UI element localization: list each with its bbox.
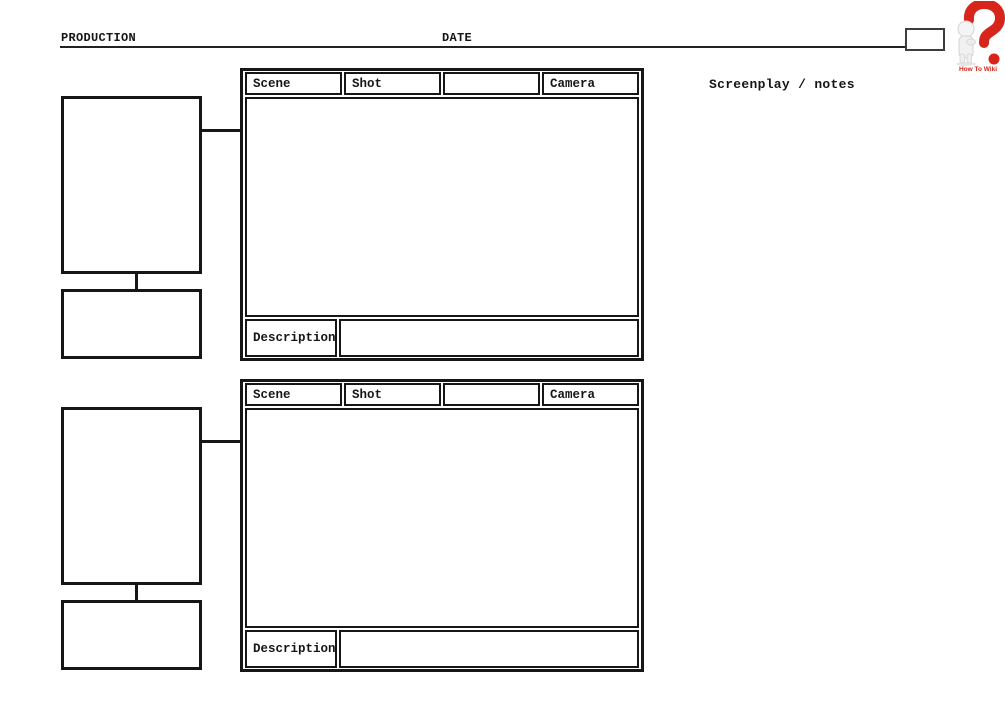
connector-line-vertical xyxy=(135,584,138,601)
brand-logo-graphic: How To Wiki xyxy=(956,0,1005,73)
description-label-cell: Description xyxy=(245,630,337,668)
camera-field[interactable]: Camera xyxy=(542,72,639,95)
description-label: Description xyxy=(253,642,336,656)
date-value-box[interactable] xyxy=(905,28,945,51)
shot-label: Shot xyxy=(352,76,383,91)
question-mark-icon xyxy=(963,0,1005,65)
connector-line-horizontal xyxy=(202,440,240,443)
storyboard-frame: Scene Shot Camera Description xyxy=(240,68,644,361)
thumbnail-detail-box[interactable] xyxy=(61,289,202,359)
frame-header-row: Scene Shot Camera xyxy=(245,72,639,95)
description-value-field[interactable] xyxy=(339,630,639,668)
thumbnail-sketch-box[interactable] xyxy=(61,96,202,274)
frame-drawing-area[interactable] xyxy=(245,408,639,628)
storyboard-frame: Scene Shot Camera Description xyxy=(240,379,644,672)
description-label: Description xyxy=(253,331,336,345)
mascot-figure-icon xyxy=(956,20,976,66)
brand-name: How To Wiki xyxy=(959,66,997,73)
camera-label: Camera xyxy=(550,387,596,402)
camera-field[interactable]: Camera xyxy=(542,383,639,406)
date-label: DATE xyxy=(442,31,473,45)
brand-logo: How To Wiki xyxy=(951,0,1005,74)
scene-label: Scene xyxy=(253,387,291,402)
storyboard-row-2: Scene Shot Camera Description xyxy=(0,379,1005,672)
shot-label: Shot xyxy=(352,387,383,402)
connector-line-horizontal xyxy=(202,129,240,132)
scene-label: Scene xyxy=(253,76,291,91)
thumbnail-detail-box[interactable] xyxy=(61,600,202,670)
camera-label: Camera xyxy=(550,76,596,91)
shot-field[interactable]: Shot xyxy=(344,72,441,95)
blank-header-field[interactable] xyxy=(443,72,540,95)
thumbnail-sketch-box[interactable] xyxy=(61,407,202,585)
frame-header-row: Scene Shot Camera xyxy=(245,383,639,406)
shot-field[interactable]: Shot xyxy=(344,383,441,406)
frame-description-row: Description xyxy=(245,319,639,357)
connector-line-vertical xyxy=(135,273,138,290)
description-value-field[interactable] xyxy=(339,319,639,357)
scene-field[interactable]: Scene xyxy=(245,383,342,406)
scene-field[interactable]: Scene xyxy=(245,72,342,95)
storyboard-row-1: Scene Shot Camera Description xyxy=(0,68,1005,361)
description-label-cell: Description xyxy=(245,319,337,357)
frame-drawing-area[interactable] xyxy=(245,97,639,317)
production-label: PRODUCTION xyxy=(61,31,137,45)
header-rule xyxy=(60,46,905,48)
frame-description-row: Description xyxy=(245,630,639,668)
screenplay-notes-label: Screenplay / notes xyxy=(709,77,855,92)
blank-header-field[interactable] xyxy=(443,383,540,406)
